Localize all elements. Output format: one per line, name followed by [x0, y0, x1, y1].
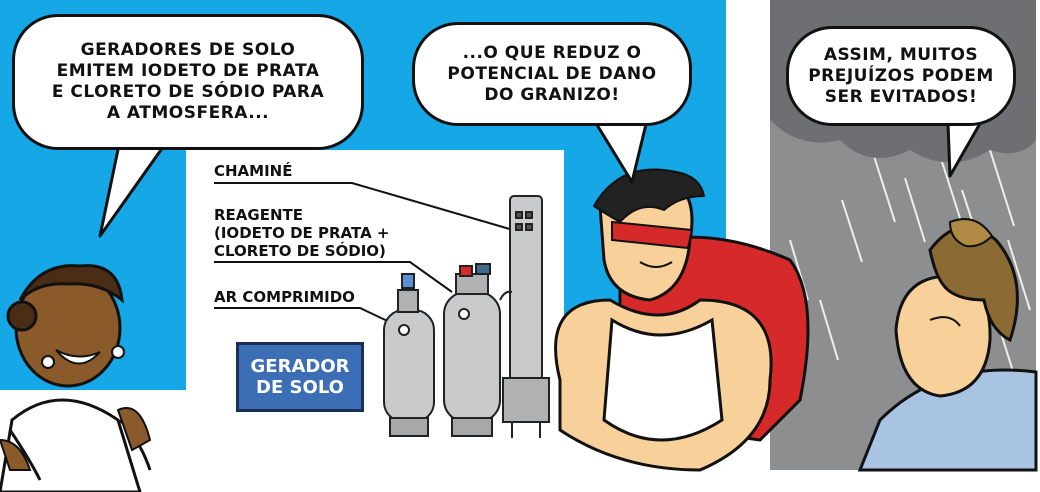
diagram-card: [186, 150, 564, 492]
speech-bubble-text: GERADORES DE SOLO EMITEM IODETO DE PRATA…: [51, 40, 325, 123]
leader-lines: [214, 182, 521, 327]
label-reagent: REAGENTE (IODETO DE PRATA + CLORETO DE S…: [214, 206, 390, 260]
speech-bubble-text: ASSIM, MUITOS PREJUÍZOS PODEM SER EVITAD…: [808, 44, 994, 107]
farmer-character: [857, 218, 1038, 472]
label-compressed-air: AR COMPRIMIDO: [214, 288, 355, 306]
label-chimney: CHAMINÉ: [214, 162, 293, 180]
bubble-tail-1: [98, 138, 170, 238]
generator-equipment: [383, 195, 550, 438]
hero-character: [554, 168, 810, 472]
speech-bubble-generators: GERADORES DE SOLO EMITEM IODETO DE PRATA…: [12, 14, 364, 150]
speech-bubble-text: ...O QUE REDUZ O POTENCIAL DE DANO DO GR…: [447, 42, 657, 105]
woman-character: [0, 264, 152, 492]
ground-generator-label: GERADOR DE SOLO: [250, 356, 350, 398]
ground-generator-box: GERADOR DE SOLO: [236, 342, 364, 412]
speech-bubble-losses: ASSIM, MUITOS PREJUÍZOS PODEM SER EVITAD…: [786, 26, 1016, 126]
speech-bubble-hail: ...O QUE REDUZ O POTENCIAL DE DANO DO GR…: [412, 22, 692, 126]
